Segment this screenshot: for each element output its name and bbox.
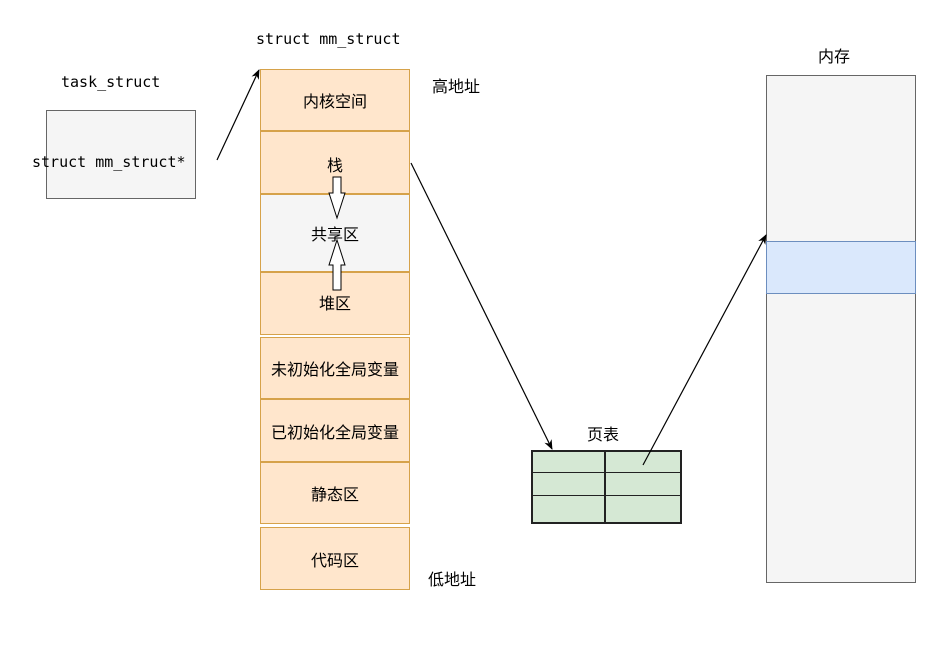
segment-stack: 栈	[260, 131, 410, 194]
memory-page-block	[766, 241, 916, 294]
segment-label: 栈	[326, 156, 343, 175]
segment-code: 代码区	[260, 527, 410, 590]
low-address-label: 低地址	[428, 570, 477, 589]
segment-kernel-space: 内核空间	[260, 69, 410, 131]
segment-label: 内核空间	[302, 92, 367, 111]
memory-box	[766, 75, 916, 583]
segment-label: 已初始化全局变量	[270, 422, 399, 442]
segment-label: 共享区	[310, 225, 359, 244]
segment-label: 静态区	[310, 485, 359, 504]
segment-label: 代码区	[310, 550, 359, 570]
mm-struct-title: struct mm_struct	[256, 30, 401, 48]
page-table-title: 页表	[587, 425, 620, 444]
segment-heap: 堆区	[260, 272, 410, 335]
segment-label: 堆区	[318, 294, 351, 313]
task-struct-box	[46, 110, 196, 199]
page-table-row-divider	[533, 495, 680, 496]
high-address-label: 高地址	[432, 77, 481, 96]
segment-data: 已初始化全局变量	[260, 399, 410, 462]
segment-static: 静态区	[260, 462, 410, 524]
segment-label: 未初始化全局变量	[270, 360, 399, 379]
segment-shared: 共享区	[260, 194, 410, 272]
page-table	[531, 450, 682, 524]
task-struct-field: struct mm_struct*	[32, 153, 186, 171]
segment-bss: 未初始化全局变量	[260, 337, 410, 399]
page-table-to-memory-arrow	[642, 234, 767, 466]
segment-to-page-table-arrow	[410, 162, 553, 450]
page-table-row-divider	[533, 472, 680, 473]
pointer-arrow	[216, 69, 260, 161]
memory-title: 内存	[818, 47, 851, 66]
page-table-col-divider	[604, 452, 606, 522]
task-struct-title: task_struct	[61, 73, 161, 91]
